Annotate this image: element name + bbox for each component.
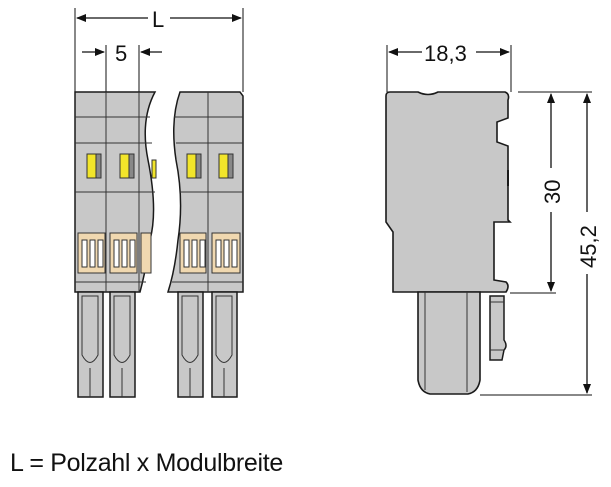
side-view: 18,3 30 45,2 bbox=[385, 41, 601, 396]
dimension-body-height: 30 bbox=[540, 93, 565, 292]
connector-left-segment bbox=[74, 91, 157, 398]
release-latch bbox=[218, 153, 229, 179]
contact-springs bbox=[77, 232, 152, 274]
connector-right-segment bbox=[166, 91, 244, 398]
side-housing bbox=[385, 91, 512, 293]
caption: L = Polzahl x Modulbreite bbox=[10, 449, 283, 477]
dimension-width-label: 18,3 bbox=[424, 41, 467, 66]
front-view: L 5 bbox=[74, 7, 244, 398]
release-latch bbox=[119, 153, 130, 179]
dimension-L: L bbox=[76, 7, 242, 32]
side-latch bbox=[489, 295, 507, 361]
dimension-pitch: 5 bbox=[82, 41, 162, 66]
release-latch bbox=[86, 153, 97, 179]
release-latch bbox=[186, 153, 197, 179]
dimension-total-height-label: 45,2 bbox=[576, 225, 601, 268]
dimension-body-height-label: 30 bbox=[540, 180, 565, 204]
dimension-pitch-label: 5 bbox=[115, 41, 127, 66]
dimension-L-label: L bbox=[152, 7, 164, 32]
dimension-total-height: 45,2 bbox=[576, 93, 601, 394]
side-pin bbox=[417, 291, 481, 395]
dimension-width: 18,3 bbox=[388, 41, 510, 66]
contact-springs bbox=[179, 232, 241, 274]
